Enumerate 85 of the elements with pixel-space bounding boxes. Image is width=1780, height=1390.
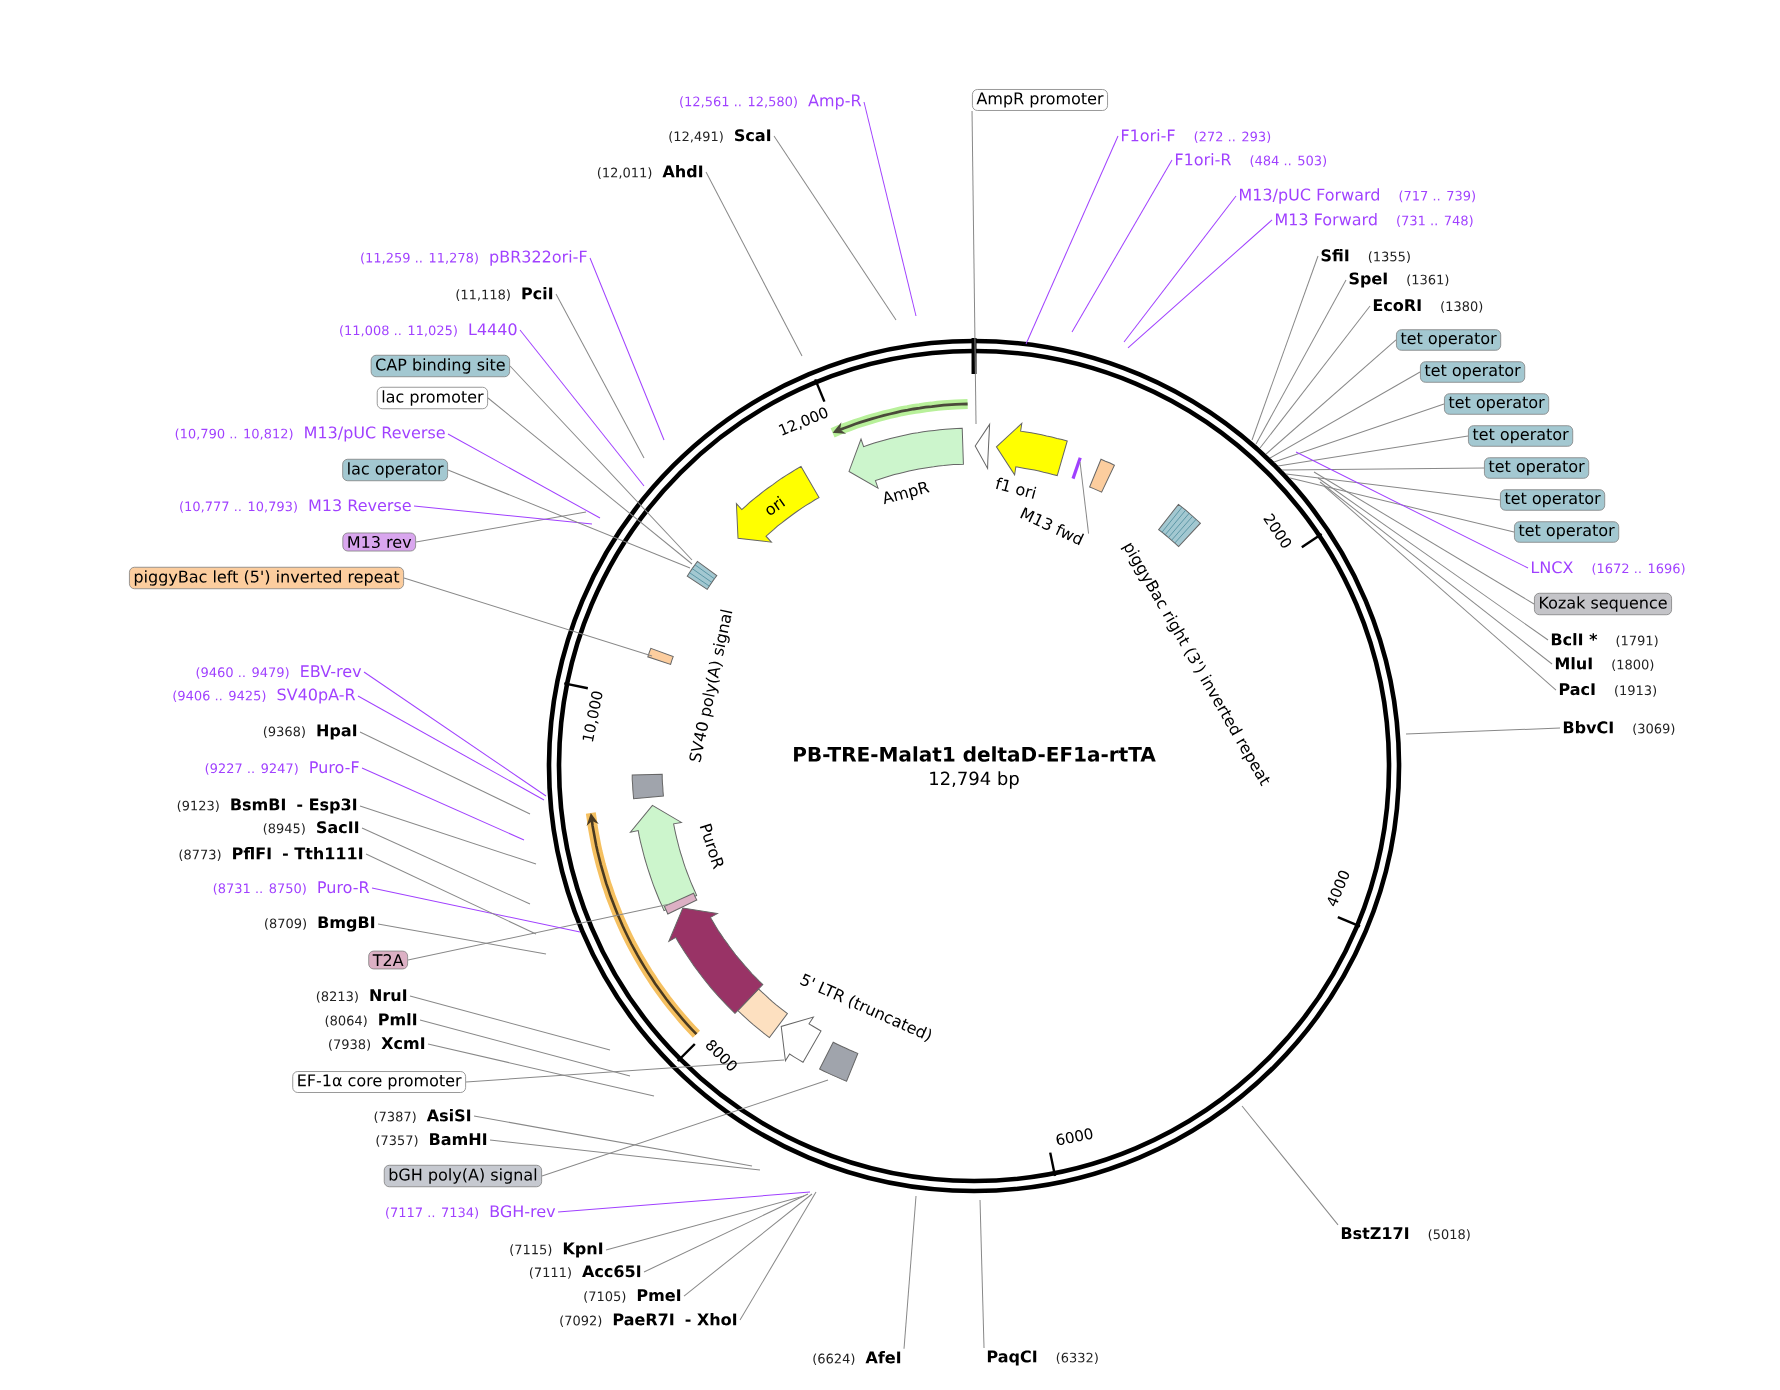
leader-line: [409, 995, 611, 1051]
leader-line: [1269, 371, 1421, 459]
feature-label: f1 ori: [996, 477, 1037, 499]
feature-label: EF-1α core promoter: [292, 1071, 466, 1093]
feature-label: SV40 poly(A) signal: [689, 609, 733, 763]
leader-line: [1323, 485, 1557, 691]
leader-line: [415, 511, 587, 543]
leader-line: [1123, 195, 1237, 343]
plasmid-size: 12,794 bp: [930, 771, 1019, 789]
leader-line: [1289, 477, 1515, 533]
feature-label: M13 rev: [342, 532, 416, 552]
leader-line: [1317, 477, 1549, 641]
leader-line: [903, 1195, 917, 1350]
leader-line: [589, 257, 665, 441]
leader-line: [555, 293, 645, 459]
leader-line: [361, 767, 525, 841]
leader-line: [1319, 481, 1553, 665]
leader-line: [365, 853, 537, 935]
leader-line: [1127, 219, 1273, 349]
leader-line: [1405, 727, 1561, 735]
feature-label: lac operator: [342, 458, 448, 482]
leader-line: [683, 1193, 813, 1297]
leader-line: [427, 1043, 655, 1097]
feature-label: piggyBac left (5') inverted repeat: [129, 566, 404, 590]
leader-line: [447, 469, 691, 569]
leader-line: [1273, 403, 1445, 463]
leader-line: [1241, 1105, 1339, 1226]
leader-line: [419, 1019, 631, 1077]
leader-line: [1277, 435, 1469, 467]
leader-line: [489, 1139, 761, 1171]
feature-label: tet operator: [1500, 489, 1606, 511]
feature-label: AmpR promoter: [972, 89, 1108, 111]
feature-label: M13 fwd: [1020, 507, 1085, 546]
leader-line: [1295, 451, 1529, 569]
leader-line: [863, 101, 917, 317]
plasmid-name: PB-TRE-Malat1 deltaD-EF1a-rtTA: [794, 746, 1156, 762]
leader-line: [509, 365, 693, 561]
feature-label: tet operator: [1468, 425, 1574, 447]
leader-line: [1259, 305, 1371, 449]
leader-line: [407, 903, 671, 961]
leader-line: [773, 135, 897, 321]
leader-line: [1079, 461, 1090, 535]
feature-label: lac promoter: [376, 386, 488, 410]
leader-line: [541, 1079, 829, 1177]
leader-line: [403, 577, 653, 657]
leader-line: [359, 731, 531, 815]
leader-line: [1313, 471, 1535, 605]
leader-line: [413, 505, 593, 525]
leader-line: [557, 1191, 811, 1213]
feature-label: T2A: [368, 950, 408, 970]
leader-line: [447, 433, 601, 519]
leader-line: [605, 1195, 805, 1251]
leader-line: [359, 805, 537, 865]
leader-line: [1265, 339, 1397, 455]
leader-line: [519, 329, 645, 487]
leader-line: [377, 923, 547, 955]
feature-label: PuroR: [699, 823, 724, 870]
feature-label: bGH poly(A) signal: [383, 1164, 542, 1188]
leader-line: [705, 171, 803, 357]
feature-label: tet operator: [1420, 361, 1526, 383]
leader-line: [361, 827, 531, 905]
leader-line: [1251, 255, 1319, 441]
feature-label: tet operator: [1514, 521, 1620, 543]
feature-label: AmpR: [884, 481, 930, 505]
leader-line: [643, 1193, 809, 1273]
leader-line: [363, 671, 547, 797]
leader-line: [465, 1059, 785, 1083]
feature-label: tet operator: [1484, 457, 1590, 479]
feature-label: Kozak sequence: [1534, 592, 1672, 616]
feature-label: ori: [766, 495, 786, 515]
leader-line: [371, 887, 581, 933]
feature-label: CAP binding site: [370, 354, 510, 378]
leader-line: [1281, 467, 1485, 471]
leader-line: [357, 695, 545, 801]
feature-label: tet operator: [1396, 329, 1502, 351]
leader-line: [1255, 279, 1347, 445]
leader-line: [487, 397, 693, 565]
leader-line: [739, 1191, 817, 1321]
leader-line: [473, 1115, 753, 1167]
leader-line: [1071, 159, 1173, 333]
feature-label: tet operator: [1444, 393, 1550, 415]
leader-line: [1025, 135, 1119, 345]
leader-line: [1285, 473, 1501, 501]
leader-line: [979, 1199, 985, 1349]
leader-line: [971, 110, 977, 425]
